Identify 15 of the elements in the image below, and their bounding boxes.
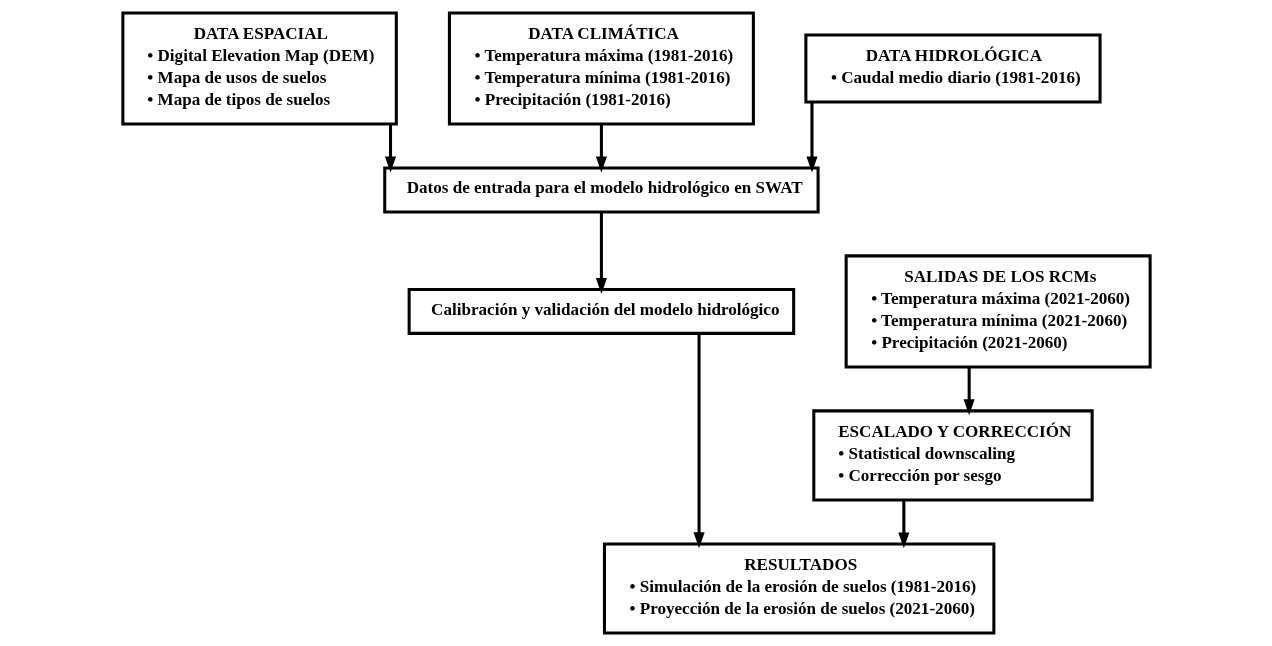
node-box: DATA ESPACIAL • Digital Elevation Map (DEM) • Mapa de usos de suelos • Mapa de tipos de suelos — [120, 11, 398, 126]
node-box: DATA CLIMÁTICA • Temperatura máxima (1981-2016) • Temperatura mínima (1981-2016) • Precipitación (1981-2016) — [447, 11, 755, 126]
node-box: DATA HIDROLÓGICA • Caudal medio diario (1981-2016) — [803, 33, 1102, 104]
arrow — [805, 102, 818, 173]
node-box: ESCALADO Y CORRECCIÓN • Statistical downscaling • Corrección por sesgo — [811, 409, 1094, 502]
node-box: RESULTADOS • Simulación de la erosión de suelos (1981-2016) • Proyección de la erosión de suelos (2021-2060) — [602, 542, 995, 635]
arrow — [384, 124, 396, 173]
arrow — [595, 212, 607, 294]
node-box: Datos de entrada para el modelo hidrológico en SWAT — [382, 166, 820, 214]
arrow — [693, 333, 705, 549]
node-box: SALIDAS DE LOS RCMs • Temperatura máxima (2021-2060) • Temperatura mínima (2021-2060) • Precipitación (2021-2060) — [844, 254, 1152, 369]
arrow — [963, 367, 975, 416]
arrow — [595, 124, 607, 173]
node-box: Calibración y validación del modelo hidrológico — [407, 287, 795, 335]
arrow — [897, 500, 909, 549]
